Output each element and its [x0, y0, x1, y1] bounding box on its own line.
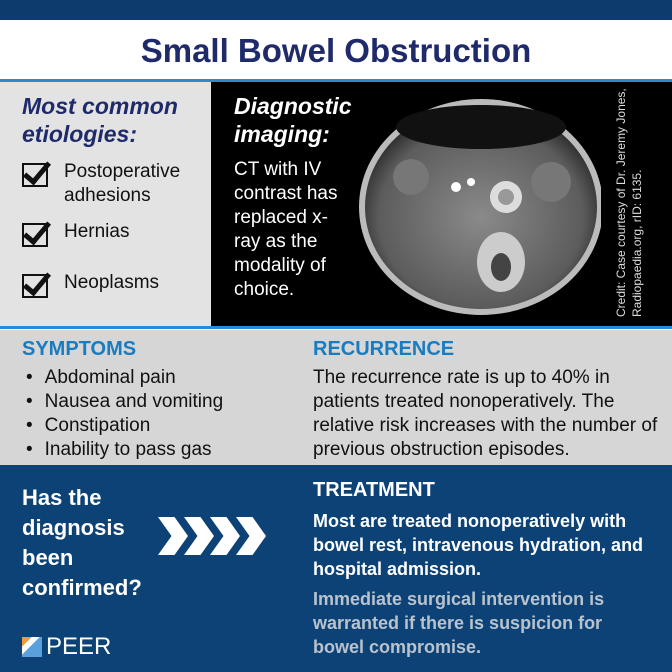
checkbox-checked-icon: [22, 163, 48, 187]
symptoms-list: Abdominal pain Nausea and vomiting Const…: [24, 366, 224, 462]
symptom-item: Nausea and vomiting: [24, 390, 224, 414]
peer-logo: PEER: [22, 635, 111, 659]
symptom-item: Abdominal pain: [24, 366, 223, 390]
symptoms-heading: SYMPTOMS: [22, 338, 137, 360]
symptom-item: Constipation: [24, 414, 223, 438]
chevron-arrows-icon: [158, 517, 266, 555]
etiology-item: Neoplasms: [22, 271, 159, 298]
imaging-text: CT with IV contrast has replaced x-ray a…: [234, 159, 338, 300]
divider: [0, 79, 672, 82]
treatment-panel: Has the diagnosis been confirmed? TREATM…: [0, 465, 672, 672]
etiologies-heading: Most common etiologies:: [22, 93, 178, 147]
treatment-secondary: Immediate surgical intervention is warra…: [313, 589, 605, 657]
diagnosis-question: Has the diagnosis been confirmed?: [22, 485, 142, 600]
etiology-item: Postoperative adhesions: [22, 160, 194, 208]
checkbox-checked-icon: [22, 274, 48, 298]
peer-logo-icon: [22, 637, 42, 657]
recurrence-heading: RECURRENCE: [313, 338, 455, 360]
etiology-item: Hernias: [22, 220, 129, 247]
symptom-item: Inability to pass gas: [24, 438, 223, 462]
imaging-panel: Diagnostic imaging: CT with IV contrast …: [211, 82, 672, 327]
top-bar: [0, 0, 672, 20]
recurrence-text: The recurrence rate is up to 40% in pati…: [313, 367, 658, 460]
ct-scan-image: [359, 99, 601, 315]
etiologies-panel: Most common etiologies: Postoperative ad…: [0, 82, 211, 327]
checkbox-checked-icon: [22, 223, 48, 247]
symptoms-recurrence-panel: SYMPTOMS Abdominal pain Nausea and vomit…: [0, 330, 672, 465]
imaging-heading: Diagnostic imaging:: [234, 93, 352, 147]
page-title: Small Bowel Obstruction: [140, 32, 532, 69]
image-credit: Credit: Case courtesy of Dr. Jeremy Jone…: [614, 88, 644, 317]
divider: [0, 326, 672, 329]
treatment-heading: TREATMENT: [313, 479, 435, 501]
treatment-primary: Most are treated nonoperatively with bow…: [313, 511, 644, 579]
